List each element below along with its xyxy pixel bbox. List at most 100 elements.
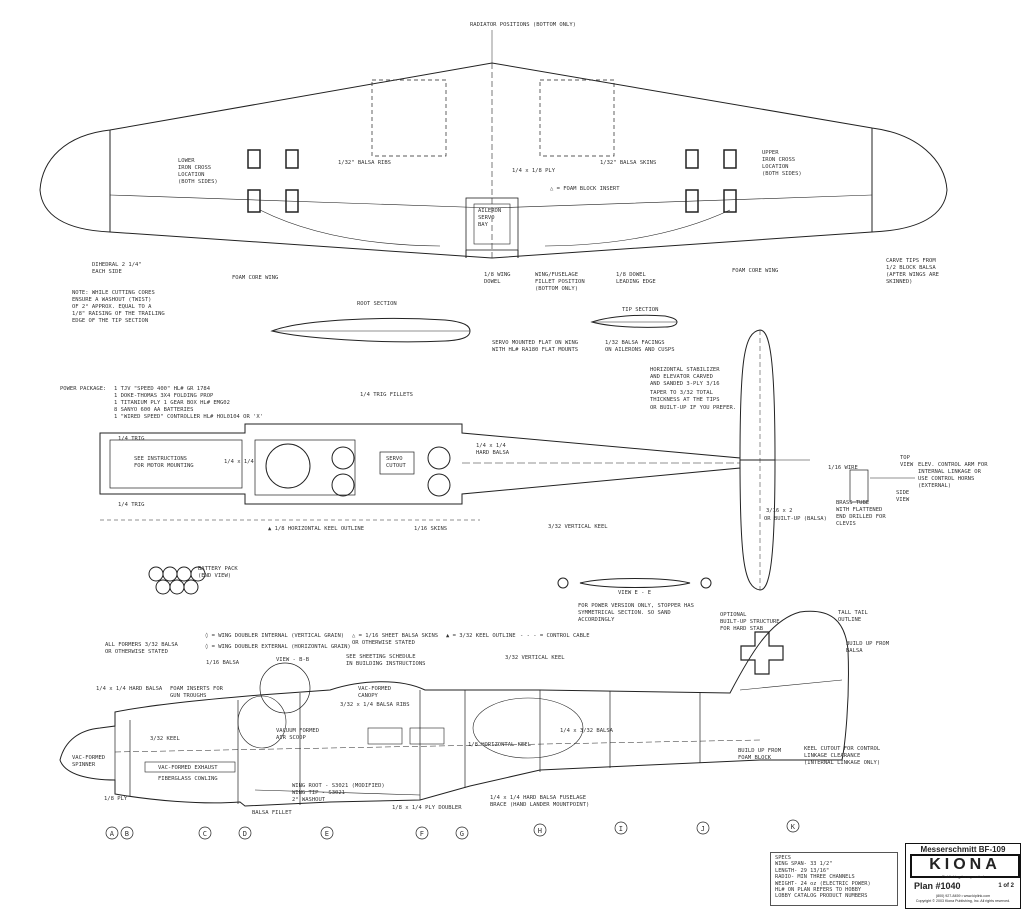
station-c: C (203, 830, 207, 838)
spec-length: LENGTH- 29 13/16" (775, 867, 830, 874)
ply-label: 1/4 x 1/8 PLY (512, 168, 556, 174)
aileron-bay-label: AILERON SERVO BAY (478, 208, 502, 228)
model-title: Messerschmitt BF-109 (920, 845, 1006, 854)
power-line-2: 1 DOKE-THOMAS 3X4 FOLDING PROP (114, 393, 214, 399)
station-d: D (243, 830, 247, 838)
optional-structure-label: OPTIONAL BUILT-UP STRUCTURE FOR HARD STA… (720, 612, 780, 632)
phone-line: (800) 927-8459 • www.kiplink.com (935, 894, 991, 898)
wing-tip-label: WING TIP - S3021 (292, 790, 345, 796)
balsa-ribs-label: 1/32" BALSA RIBS (338, 160, 391, 166)
stab-size: 3/16 x 2 (766, 508, 793, 514)
stab-note: HORIZONTAL STABILIZER AND ELEVATOR CARVE… (650, 367, 720, 387)
servo-flat-label: SERVO MOUNTED FLAT ON WING WITH HL# RA18… (492, 340, 579, 353)
power-version-note: FOR POWER VERSION ONLY, STOPPER HAS SYMM… (578, 603, 694, 623)
view-bb-label: VIEW - B-B (276, 657, 310, 663)
copyright-line: Copyright © 2003 Kiona Publishing, Inc. … (915, 899, 1011, 903)
power-line-3: 1 TITANIUM PLY 1 GEAR BOX HL# EMG02 (114, 400, 230, 406)
hard-balsa-side: 1/4 x 1/4 HARD BALSA (96, 686, 163, 692)
specs-title: SPECS (775, 855, 791, 861)
station-markers (105, 819, 800, 840)
view-ee-label: VIEW E - E (618, 590, 652, 596)
skins-label: 1/16 SKINS (414, 526, 448, 532)
power-line-1: 1 TJV "SPEED 400" HL# GR 1784 (114, 386, 211, 392)
station-h: H (538, 827, 542, 835)
horizontal-keel-side: 1/8 HORIZONTAL KEEL (468, 742, 531, 748)
station-b: B (125, 830, 129, 838)
cowling-label: FIBERGLASS COWLING (158, 776, 218, 782)
brand-tagline: Publishing Incorporated (941, 874, 985, 879)
station-e: E (325, 830, 329, 838)
dim-label: 1/4 x 1/4 (224, 459, 254, 465)
station-j: J (701, 825, 705, 833)
stab-or-built: OR BUILT-UP (BALSA) (764, 516, 827, 522)
ply-side-label: 1/8 PLY (104, 796, 128, 802)
brass-tube-label: BRASS TUBE WITH FLATTENED END DRILLED FO… (836, 500, 886, 527)
spec-wingspan: WING SPAN- 33 1/2" (775, 861, 833, 868)
spec-weight: WEIGHT- 24 oz (ELECTRIC POWER) (775, 880, 871, 887)
stab-buildup: OR BUILT-UP IF YOU PREFER. (650, 405, 737, 411)
dowel-label: 1/8 DOWEL LEADING EDGE (616, 272, 656, 285)
plan-number: Plan #1040 (914, 881, 961, 891)
keel-outline-label: ▲ = 3/32 KEEL OUTLINE (446, 633, 516, 639)
station-k: K (791, 823, 796, 831)
balsa-16-label: 1/16 BALSA (206, 660, 240, 666)
trig-bottom-label: 1/4 TRIG (118, 502, 145, 508)
formers-label: ALL FORMERS 3/32 BALSA OR OTHERWISE STAT… (105, 642, 178, 655)
tip-section-label: TIP SECTION (622, 307, 659, 313)
page-number: 1 of 2 (998, 883, 1014, 889)
top-view-label: TOP VIEW (900, 455, 914, 468)
vertical-keel-side: 3/32 VERTICAL KEEL (505, 655, 565, 661)
hard-balsa-brace: 1/4 x 1/4 HARD BALSA FUSELAGE BRACE (HAN… (490, 795, 590, 808)
wing-dowel-label: 1/8 WING DOWEL (484, 272, 511, 285)
battery-label: BATTERY PACK (END VIEW) (198, 566, 238, 579)
tall-tail-label: TALL TAIL OUTLINE (838, 610, 868, 623)
air-scoop-label: VACUUM FORMED AIR SCOOP (276, 728, 320, 741)
fuselage-top-view (99, 423, 741, 521)
spec-radio: RADIO- MIN THREE CHANNELS (775, 874, 855, 881)
trig-top-label: 1/4 TRIG (118, 436, 145, 442)
sheeting-note: SEE SHEETING SCHEDULE IN BUILDING INSTRU… (346, 654, 426, 667)
fillet-label: WING/FUSELAGE FILLET POSITION (BOTTOM ON… (535, 272, 585, 292)
v-keel-label: 3/32 VERTICAL KEEL (548, 524, 608, 530)
servo-cutout-label: SERVO CUTOUT (386, 456, 406, 469)
lower-cross-label: LOWER IRON CROSS LOCATION (BOTH SIDES) (178, 158, 218, 185)
vac-canopy-label: VAC-FORMED CANOPY (358, 686, 392, 699)
fillets-label: 1/4 TRIG FILLETS (360, 392, 413, 398)
sheet-skins-label: △ = 1/16 SHEET BALSA SKINS OR OTHERWISE … (352, 633, 439, 646)
build-up-foam-label: BUILD UP FROM FOAM BLOCK (738, 748, 782, 761)
brand-logo: KIONA (910, 854, 1020, 878)
station-f: F (420, 830, 424, 838)
title-block: Messerschmitt BF-109 KIONA Publishing In… (905, 843, 1021, 909)
carve-tips-label: CARVE TIPS FROM 1/2 BLOCK BALSA (AFTER W… (886, 258, 939, 285)
see-instructions-label: SEE INSTRUCTIONS FOR MOTOR MOUNTING (134, 456, 194, 469)
station-i: I (619, 825, 623, 833)
elev-control-label: ELEV. CONTROL ARM FOR INTERNAL LINKAGE O… (918, 462, 988, 489)
spec-hl-note: HL# ON PLAN REFERS TO HOBBY (775, 887, 862, 894)
balsa-facings-label: 1/32 BALSA FACINGS ON AILERONS AND CUSPS (605, 340, 675, 353)
foam-core-right: FOAM CORE WING (732, 268, 779, 274)
battery-pack-end-view (148, 566, 206, 595)
build-up-top-label: BUILD UP FROM BALSA (846, 641, 890, 654)
station-a: A (110, 830, 115, 838)
power-line-5: 1 "WIRED SPEED" CONTROLLER HL# HOL0104 O… (114, 414, 264, 420)
balsa-ribs-side: 3/32 x 1/4 BALSA RIBS (340, 702, 410, 708)
wing-plan-view (39, 30, 948, 259)
dihedral-label: DIHEDRAL 2 1/4" EACH SIDE (92, 262, 142, 275)
h-keel-label: ▲ 1/8 HORIZONTAL KEEL OUTLINE (268, 526, 365, 532)
washout-label: 2° WASHOUT (292, 797, 326, 803)
side-view-label: SIDE VIEW (896, 490, 910, 503)
ply-doubler-label: 1/8 x 1/4 PLY DOUBLER (392, 805, 462, 811)
wire-label: 1/16 WIRE (828, 465, 858, 471)
station-g: G (460, 830, 464, 838)
spec-catalog-note: LOBBY CATALOG PRODUCT NUMBERS (775, 893, 868, 900)
washout-note: NOTE: WHILE CUTTING CORES ENSURE A WASHO… (72, 290, 165, 324)
power-package-title: POWER PACKAGE: (60, 386, 107, 392)
spinner-label: VAC-FORMED SPINNER (72, 755, 106, 768)
wing-root-label: WING ROOT - S3021 (MODIFIED) (292, 783, 385, 789)
exhaust-label: VAC-FORMED EXHAUST (158, 765, 218, 771)
balsa-332-label: 1/4 x 3/32 BALSA (560, 728, 613, 734)
airfoil-sections (270, 314, 678, 343)
foam-insert-label: △ = FOAM BLOCK INSERT (550, 186, 620, 192)
radiator-label: RADIATOR POSITIONS (BOTTOM ONLY) (470, 22, 576, 28)
fuselage-side-view (59, 610, 849, 807)
